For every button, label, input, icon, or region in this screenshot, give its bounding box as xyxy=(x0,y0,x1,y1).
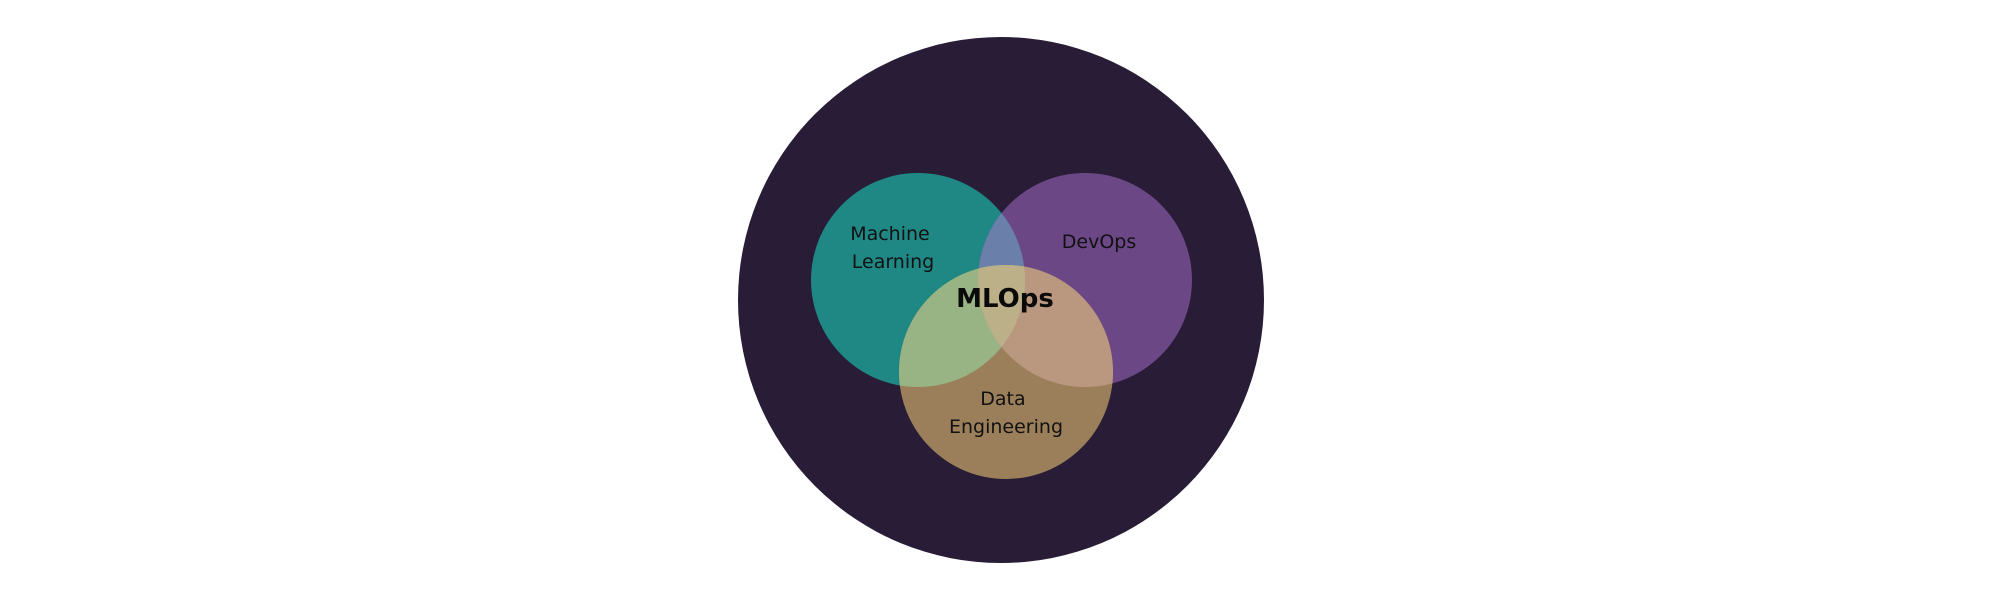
label-devops: DevOps xyxy=(1062,231,1136,253)
label-data: Data Engineering xyxy=(949,388,1063,438)
label-data-line1: Data xyxy=(980,388,1025,410)
label-ml-line2: Learning xyxy=(852,251,935,273)
label-ml-line1: Machine xyxy=(850,223,930,245)
label-data-line2: Engineering xyxy=(949,416,1063,438)
label-devops-line1: DevOps xyxy=(1062,231,1136,253)
label-ml: Machine Learning xyxy=(850,223,936,273)
center-label: MLOps xyxy=(956,284,1054,314)
